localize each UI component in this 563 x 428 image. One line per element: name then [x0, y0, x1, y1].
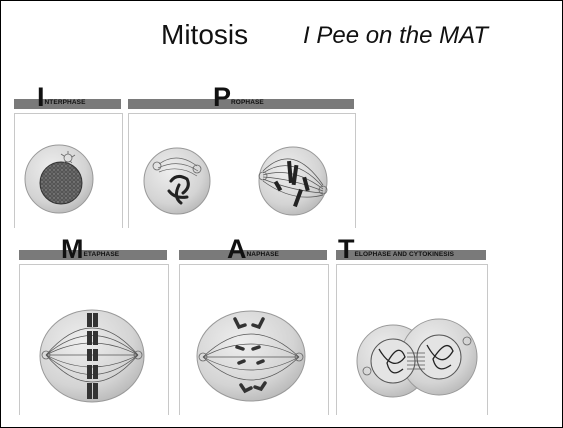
interphase-cell: [25, 145, 93, 213]
anaphase-cell: [197, 311, 305, 401]
metaphase-cell: [40, 310, 144, 402]
prophase-cell-late: [259, 147, 327, 215]
prophase-cell-early: [144, 148, 210, 214]
telophase-cells: [357, 319, 477, 397]
